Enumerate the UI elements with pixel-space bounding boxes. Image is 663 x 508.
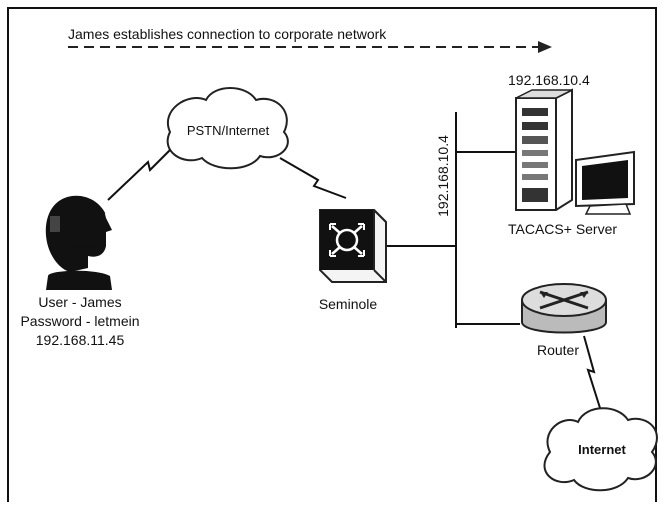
cloud-icon (166, 87, 289, 170)
server-tower-icon (515, 88, 573, 211)
switch-icon (319, 209, 387, 283)
lightning-link-icon (583, 335, 601, 409)
user-ip-label: 192.168.11.45 (35, 332, 125, 348)
segment-ip-label: 192.168.10.4 (435, 135, 451, 217)
user-name-label: User - James (38, 294, 122, 310)
internet-cloud-label: Internet (578, 442, 626, 457)
seminole-label: Seminole (318, 296, 378, 312)
lightning-link-icon (107, 149, 171, 201)
monitor-icon (575, 150, 635, 215)
user-password-label: Password - letmein (20, 313, 140, 329)
headset-user-icon (45, 195, 112, 290)
pstn-cloud-label: PSTN/Internet (186, 123, 270, 138)
diagram-border (7, 7, 657, 502)
arrow-head-icon (538, 41, 552, 53)
server-name-label: TACACS+ Server (508, 221, 618, 237)
router-label: Router (536, 342, 580, 358)
router-icon (521, 283, 607, 334)
server-ip-label: 192.168.10.4 (508, 72, 590, 88)
lightning-link-icon (279, 157, 347, 199)
flow-caption: James establishes connection to corporat… (68, 26, 387, 42)
cloud-icon (543, 407, 658, 492)
